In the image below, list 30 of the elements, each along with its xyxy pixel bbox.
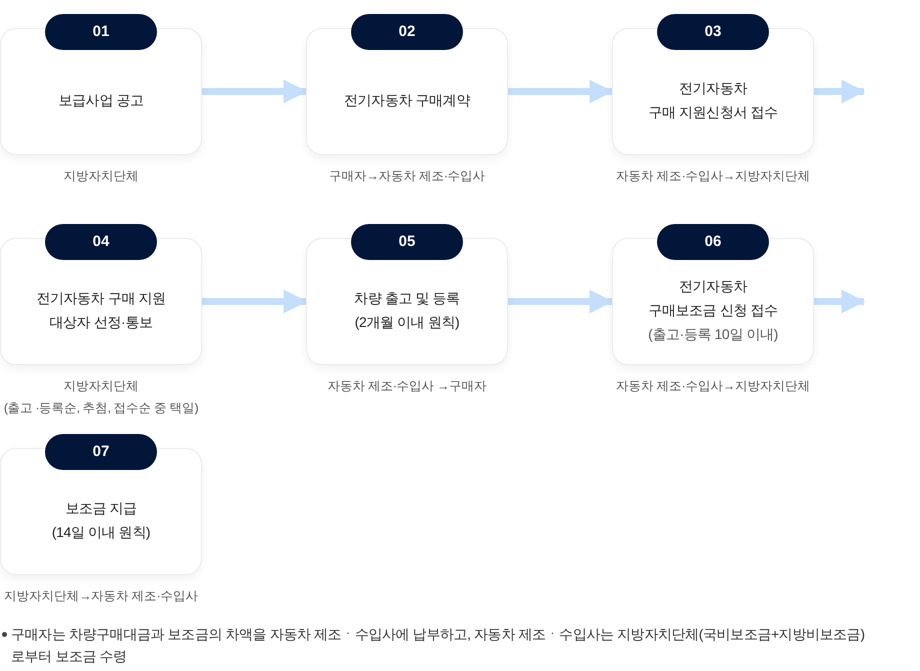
step-actor-caption: 지방자치단체→자동차 제조·수입사	[4, 588, 198, 605]
step-title: 전기자동차 구매 지원 대상자 선정·통보	[36, 288, 166, 332]
step-title: 전기자동차 구매계약	[344, 90, 470, 110]
arrow	[814, 80, 866, 104]
arrow	[814, 290, 866, 314]
step-number-badge: 03	[657, 14, 769, 50]
step-actor-caption: 자동차 제조·수입사 →구매자	[327, 378, 487, 395]
step-actor-caption: 자동차 제조·수입사→지방자치단체	[616, 378, 810, 395]
step-title: 보조금 지급 (14일 이내 원칙)	[52, 498, 150, 542]
step-number-badge: 04	[45, 224, 157, 260]
step-actor-caption: (출고 ·등록순, 추첨, 접수순 중 택일)	[4, 400, 198, 417]
note-text: 구매자는 차량구매대금과 보조금의 차액을 자동차 제조ㆍ수입사에 납부하고, 자동차 제조ㆍ수입사는 지방자치단체(국비보조금+지방비보조금)로부터 보조금 수령	[11, 625, 866, 666]
step-actor-caption: 자동차 제조·수입사→지방자치단체	[616, 168, 810, 185]
step-note: (출고·등록 10일 이내)	[648, 324, 778, 344]
step-number-badge: 07	[45, 434, 157, 470]
step-actor-caption: 구매자→자동차 제조·수입사	[328, 168, 486, 185]
step-actor-caption: 지방자치단체	[64, 378, 138, 395]
step-title: 보급사업 공고	[58, 90, 144, 110]
arrow	[508, 80, 614, 104]
arrow	[508, 290, 614, 314]
arrow	[202, 290, 308, 314]
step-number-badge: 02	[351, 14, 463, 50]
step-title: 전기자동차 구매보조금 신청 접수	[648, 276, 778, 320]
step-actor-caption: 지방자치단체	[64, 168, 138, 185]
arrow	[202, 80, 308, 104]
step-title: 차량 출고 및 등록 (2개월 이내 원칙)	[354, 288, 460, 332]
step-number-badge: 05	[351, 224, 463, 260]
step-title: 전기자동차 구매 지원신청서 접수	[648, 78, 778, 122]
step-number-badge: 01	[45, 14, 157, 50]
step-number-badge: 06	[657, 224, 769, 260]
